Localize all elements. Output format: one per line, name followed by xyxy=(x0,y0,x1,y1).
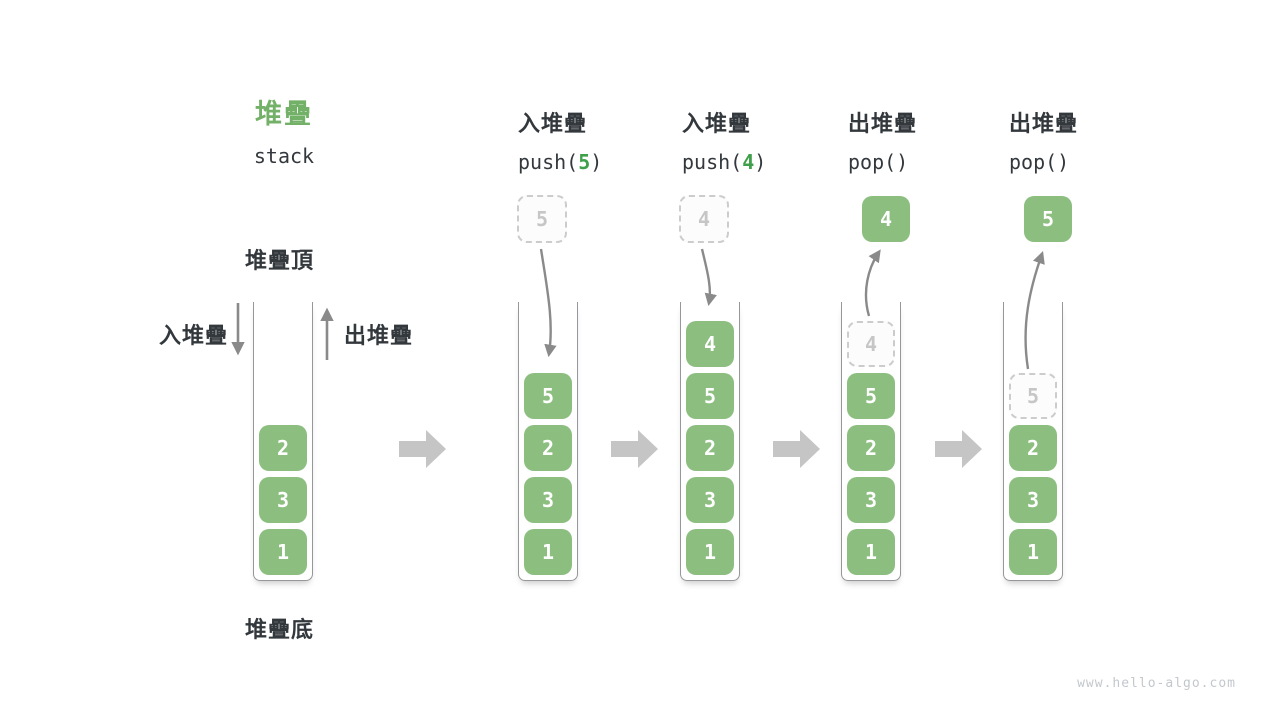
stack-container-push-5 xyxy=(518,302,578,581)
code-text: push( xyxy=(682,150,743,174)
stack-container-push-4 xyxy=(680,302,740,581)
stack-cell: 1 xyxy=(847,529,895,575)
stack-cell: 1 xyxy=(1009,529,1057,575)
column-header-pop-4: 出堆疊 pop() xyxy=(848,106,917,174)
stack-top-label: 堆疊頂 xyxy=(245,248,315,273)
stack-cell: 2 xyxy=(686,425,734,471)
stack-cell: 5 xyxy=(524,373,572,419)
transition-arrow-icon xyxy=(399,430,446,468)
code-text: pop( xyxy=(1009,150,1058,174)
code-arg: 5 xyxy=(578,150,591,174)
transition-arrow-icon xyxy=(935,430,982,468)
pop-label: 出堆疊 xyxy=(344,323,414,348)
stack-cell: 3 xyxy=(259,477,307,523)
stack-cell: 1 xyxy=(686,529,734,575)
code-text: ) xyxy=(1057,150,1070,174)
popped-ghost-cell: 4 xyxy=(847,321,895,367)
code-arg: 4 xyxy=(742,150,755,174)
stack-cell: 5 xyxy=(686,373,734,419)
stack-container-pop-4 xyxy=(841,302,901,581)
diagram-title-en: stack xyxy=(253,144,315,168)
stack-bottom-label: 堆疊底 xyxy=(245,617,315,642)
operation-label: 入堆疊 xyxy=(518,111,588,136)
operation-label: 出堆疊 xyxy=(848,111,918,136)
stack-cell: 4 xyxy=(686,321,734,367)
stack-cell: 1 xyxy=(259,529,307,575)
stack-cell: 3 xyxy=(686,477,734,523)
popped-value-box: 5 xyxy=(1024,196,1072,242)
operation-label: 入堆疊 xyxy=(682,111,752,136)
push4-curve-arrow-icon xyxy=(700,248,717,307)
code-text: ) xyxy=(754,150,767,174)
stack-container-pop-5 xyxy=(1003,302,1063,581)
operation-code: push(5) xyxy=(518,150,602,174)
popped-value-box: 4 xyxy=(862,196,910,242)
code-text: ) xyxy=(590,150,603,174)
stack-cell: 3 xyxy=(847,477,895,523)
operation-label: 出堆疊 xyxy=(1009,111,1079,136)
operation-code: pop() xyxy=(1009,150,1078,174)
column-header-push-5: 入堆疊 push(5) xyxy=(518,106,602,174)
stack-cell: 3 xyxy=(1009,477,1057,523)
incoming-value-box: 5 xyxy=(517,195,567,243)
watermark: www.hello-algo.com xyxy=(1077,676,1236,691)
transition-arrow-icon xyxy=(611,430,658,468)
stack-cell: 3 xyxy=(524,477,572,523)
stack-cell: 2 xyxy=(1009,425,1057,471)
stack-cell: 2 xyxy=(847,425,895,471)
code-text: ) xyxy=(896,150,909,174)
code-text: pop( xyxy=(848,150,897,174)
stack-cell: 1 xyxy=(524,529,572,575)
stack-container-initial-state xyxy=(253,302,313,581)
transition-arrow-icon xyxy=(773,430,820,468)
operation-code: pop() xyxy=(848,150,917,174)
operation-code: push(4) xyxy=(682,150,766,174)
diagram-title-zh: 堆疊 xyxy=(255,99,313,129)
column-header-pop-5: 出堆疊 pop() xyxy=(1009,106,1078,174)
code-text: push( xyxy=(518,150,579,174)
push-label: 入堆疊 xyxy=(158,323,228,348)
column-header-push-4: 入堆疊 push(4) xyxy=(682,106,766,174)
stack-cell: 2 xyxy=(524,425,572,471)
popped-ghost-cell: 5 xyxy=(1009,373,1057,419)
incoming-value-box: 4 xyxy=(679,195,729,243)
stack-cell: 5 xyxy=(847,373,895,419)
stack-cell: 2 xyxy=(259,425,307,471)
